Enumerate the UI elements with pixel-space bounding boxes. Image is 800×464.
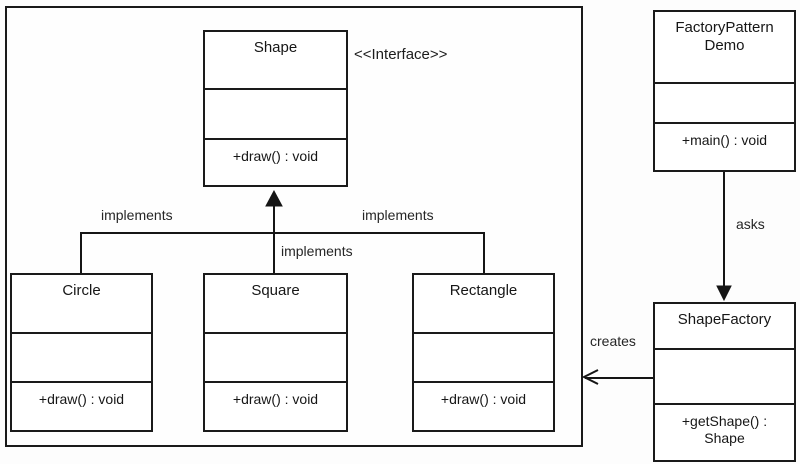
class-attributes-circle: [12, 334, 151, 383]
class-attributes-square: [205, 334, 346, 383]
class-box-rectangle[interactable]: Rectangle +draw() : void: [412, 273, 555, 432]
class-attributes-shape: [205, 90, 346, 140]
class-operations-rectangle: +draw() : void: [440, 391, 527, 407]
class-name-circle: Circle: [12, 275, 151, 334]
asks-label: asks: [736, 216, 765, 232]
class-name-factory-pattern-demo: FactoryPattern Demo: [655, 12, 794, 84]
class-attributes-factory-pattern-demo: [655, 84, 794, 124]
inheritance-stem-vertical: [273, 196, 275, 273]
creates-connector-line: [585, 377, 653, 379]
class-operations-factory-pattern-demo: +main() : void: [681, 132, 768, 148]
inheritance-leg-rectangle: [483, 232, 485, 274]
class-box-shape-factory[interactable]: ShapeFactory +getShape() : Shape: [653, 302, 796, 462]
implements-label-middle: implements: [281, 243, 353, 259]
creates-label: creates: [590, 333, 636, 349]
class-attributes-shape-factory: [655, 350, 794, 405]
inheritance-tree-bar: [80, 232, 485, 234]
class-box-shape[interactable]: Shape +draw() : void: [203, 30, 348, 187]
implements-label-left: implements: [101, 207, 173, 223]
implements-label-right: implements: [362, 207, 434, 223]
class-name-shape: Shape: [205, 32, 346, 90]
class-operations-shape: +draw() : void: [232, 148, 319, 164]
class-operations-shape-factory: +getShape() : Shape: [681, 413, 768, 446]
inheritance-leg-circle: [80, 232, 82, 274]
class-name-rectangle: Rectangle: [414, 275, 553, 334]
class-box-circle[interactable]: Circle +draw() : void: [10, 273, 153, 432]
class-operations-square: +draw() : void: [232, 391, 319, 407]
class-operations-circle: +draw() : void: [38, 391, 125, 407]
class-box-square[interactable]: Square +draw() : void: [203, 273, 348, 432]
class-attributes-rectangle: [414, 334, 553, 383]
asks-connector-line: [723, 172, 725, 292]
class-name-square: Square: [205, 275, 346, 334]
class-box-factory-pattern-demo[interactable]: FactoryPattern Demo +main() : void: [653, 10, 796, 172]
class-name-shape-factory: ShapeFactory: [655, 304, 794, 350]
interface-stereotype-label: <<Interface>>: [354, 46, 448, 63]
